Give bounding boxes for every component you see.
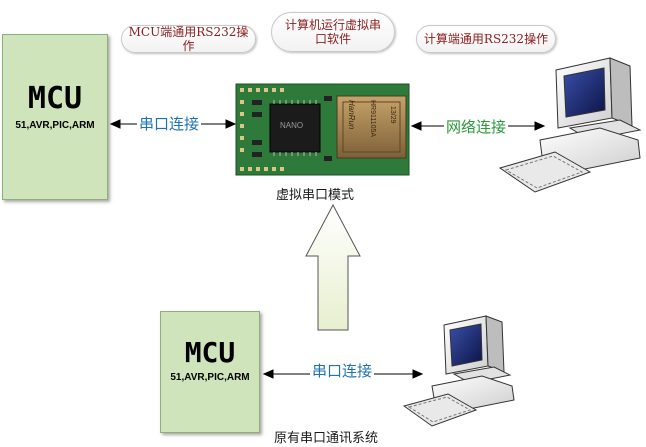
- bubble-mcu-rs232-text: MCU端通用RS232操作: [128, 25, 249, 53]
- network-serial-module: [235, 83, 410, 176]
- bubble-pc-virtual-serial: 计算机运行虚拟串 口软件: [271, 12, 395, 52]
- virtual-serial-mode-caption: 虚拟串口模式: [276, 188, 355, 203]
- bubble-pc-virtual-line2: 口软件: [314, 32, 351, 46]
- mcu-bottom-subtitle: 51,AVR,PIC,ARM: [170, 372, 250, 383]
- module-jack-text-brand: HanRun: [347, 100, 356, 130]
- serial-link-label-top: 串口连接: [137, 113, 202, 134]
- mcu-box-bottom: MCU 51,AVR,PIC,ARM: [160, 311, 260, 433]
- mcu-top-title: MCU: [27, 81, 83, 116]
- network-link-label: 网络连接: [444, 116, 509, 137]
- module-jack-text-date: 13/29: [389, 106, 396, 124]
- module-jack-text-model: HR911105A: [369, 100, 376, 138]
- mcu-top-subtitle: 51,AVR,PIC,ARM: [15, 120, 95, 131]
- mcu-box-top: MCU 51,AVR,PIC,ARM: [2, 34, 108, 200]
- bubble-mcu-rs232: MCU端通用RS232操作: [121, 25, 256, 53]
- computer-bottom-icon: [402, 315, 515, 427]
- mcu-bottom-title: MCU: [184, 336, 236, 369]
- bubble-pc-virtual-line1: 计算机运行虚拟串: [284, 18, 381, 32]
- computer-top-icon: [498, 57, 642, 193]
- bubble-pc-rs232: 计算端通用RS232操作: [416, 25, 556, 53]
- bubble-pc-rs232-text: 计算端通用RS232操作: [423, 32, 549, 46]
- serial-link-label-bottom: 串口连接: [310, 360, 375, 381]
- module-chip-mark: NANO: [280, 121, 304, 130]
- original-serial-system-caption: 原有串口通讯系统: [274, 431, 379, 446]
- upgrade-arrow: [305, 203, 361, 331]
